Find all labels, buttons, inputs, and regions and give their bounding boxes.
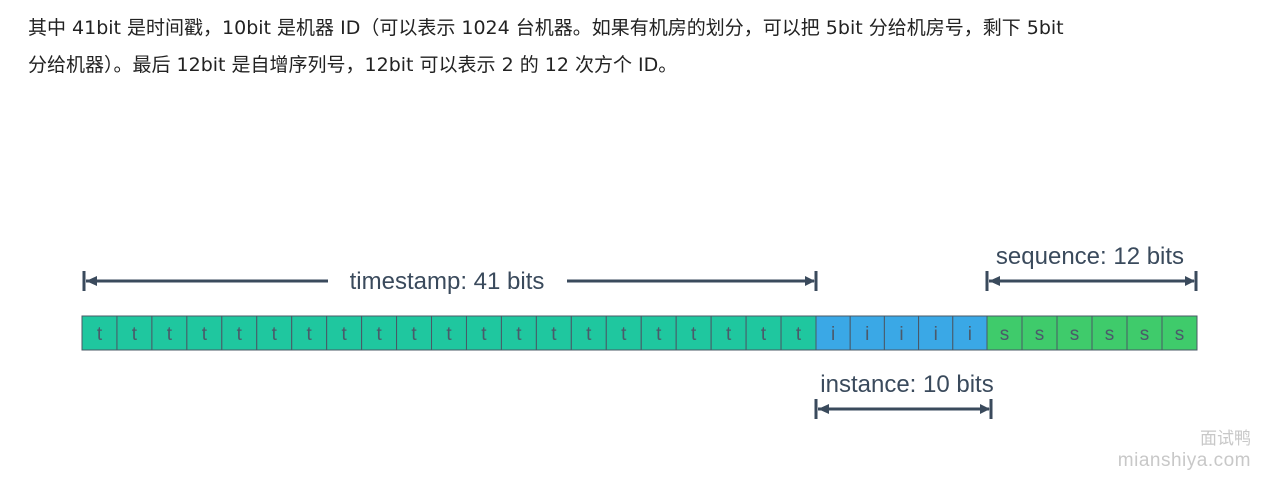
sequence-bit-cell bbox=[1056, 315, 1093, 351]
timestamp-bit-cell bbox=[81, 315, 118, 351]
instance-bit-cell bbox=[849, 315, 885, 351]
sequence-bit-cell bbox=[1021, 315, 1058, 351]
timestamp-bit-cell bbox=[780, 315, 817, 351]
timestamp-bit-letter: t bbox=[656, 324, 662, 345]
timestamp-bit-letter: t bbox=[272, 324, 278, 345]
timestamp-bit-cell bbox=[221, 315, 258, 351]
timestamp-bit-letter: t bbox=[411, 324, 417, 345]
timestamp-bit-letter: t bbox=[167, 324, 173, 345]
instance-bit-cell bbox=[918, 315, 954, 351]
timestamp-bit-cell bbox=[186, 315, 223, 351]
timestamp-bit-letter: t bbox=[376, 324, 382, 345]
timestamp-bit-letter: t bbox=[446, 324, 452, 345]
sequence-bit-letter: s bbox=[1070, 324, 1080, 345]
timestamp-bit-cell bbox=[570, 315, 607, 351]
timestamp-bit-cell bbox=[151, 315, 188, 351]
description-line-2: 分给机器）。最后 12bit 是自增序列号，12bit 可以表示 2 的 12 … bbox=[28, 54, 678, 76]
timestamp-bit-letter: t bbox=[202, 324, 208, 345]
timestamp-bit-letter: t bbox=[516, 324, 522, 345]
sequence-arrow bbox=[985, 271, 1198, 291]
watermark-cn: 面试鸭 bbox=[1200, 429, 1251, 449]
timestamp-bit-letter: t bbox=[132, 324, 138, 345]
timestamp-bit-letter: t bbox=[551, 324, 557, 345]
instance-bit-cell bbox=[883, 315, 920, 351]
sequence-bit-letter: s bbox=[1175, 324, 1185, 345]
sequence-bit-cell bbox=[1161, 315, 1198, 351]
sequence-bit-cell bbox=[1126, 315, 1163, 351]
timestamp-bit-letter: t bbox=[481, 324, 487, 345]
sequence-label: sequence: 12 bits bbox=[996, 243, 1184, 270]
timestamp-bit-cell bbox=[500, 315, 537, 351]
timestamp-label: timestamp: 41 bits bbox=[350, 268, 545, 295]
timestamp-bit-letter: t bbox=[796, 324, 802, 345]
timestamp-bit-cell bbox=[116, 315, 153, 351]
instance-label: instance: 10 bits bbox=[820, 371, 993, 398]
sequence-bit-letter: s bbox=[1105, 324, 1115, 345]
timestamp-arrow bbox=[82, 271, 818, 291]
instance-bit-letter: i bbox=[865, 324, 869, 345]
timestamp-bit-letter: t bbox=[307, 324, 313, 345]
description-line-1: 其中 41bit 是时间戳，10bit 是机器 ID（可以表示 1024 台机器… bbox=[28, 17, 1064, 39]
timestamp-bit-letter: t bbox=[691, 324, 697, 345]
instance-bit-letter: i bbox=[968, 324, 972, 345]
description-paragraph: 其中 41bit 是时间戳，10bit 是机器 ID（可以表示 1024 台机器… bbox=[28, 10, 1253, 84]
timestamp-bit-letter: t bbox=[621, 324, 627, 345]
timestamp-bit-letter: t bbox=[237, 324, 243, 345]
sequence-bit-letter: s bbox=[1035, 324, 1045, 345]
timestamp-bit-cell bbox=[605, 315, 642, 351]
timestamp-bit-letter: t bbox=[342, 324, 348, 345]
timestamp-bit-letter: t bbox=[97, 324, 103, 345]
watermark-en: mianshiya.com bbox=[1117, 450, 1251, 471]
timestamp-bit-cell bbox=[326, 315, 363, 351]
instance-bit-letter: i bbox=[831, 324, 835, 345]
timestamp-bit-cell bbox=[675, 315, 712, 351]
instance-arrow bbox=[814, 399, 993, 419]
timestamp-bit-letter: t bbox=[761, 324, 767, 345]
sequence-bit-letter: s bbox=[1000, 324, 1010, 345]
instance-bit-letter: i bbox=[899, 324, 903, 345]
timestamp-bit-cell bbox=[745, 315, 782, 351]
timestamp-bit-cell bbox=[465, 315, 502, 351]
sequence-bit-letter: s bbox=[1140, 324, 1150, 345]
instance-bit-cell bbox=[815, 315, 851, 351]
timestamp-bit-cell bbox=[396, 315, 433, 351]
sequence-bit-cell bbox=[986, 315, 1023, 351]
timestamp-bit-letter: t bbox=[726, 324, 732, 345]
timestamp-bit-cell bbox=[710, 315, 747, 351]
timestamp-bit-letter: t bbox=[586, 324, 592, 345]
instance-bit-letter: i bbox=[934, 324, 938, 345]
